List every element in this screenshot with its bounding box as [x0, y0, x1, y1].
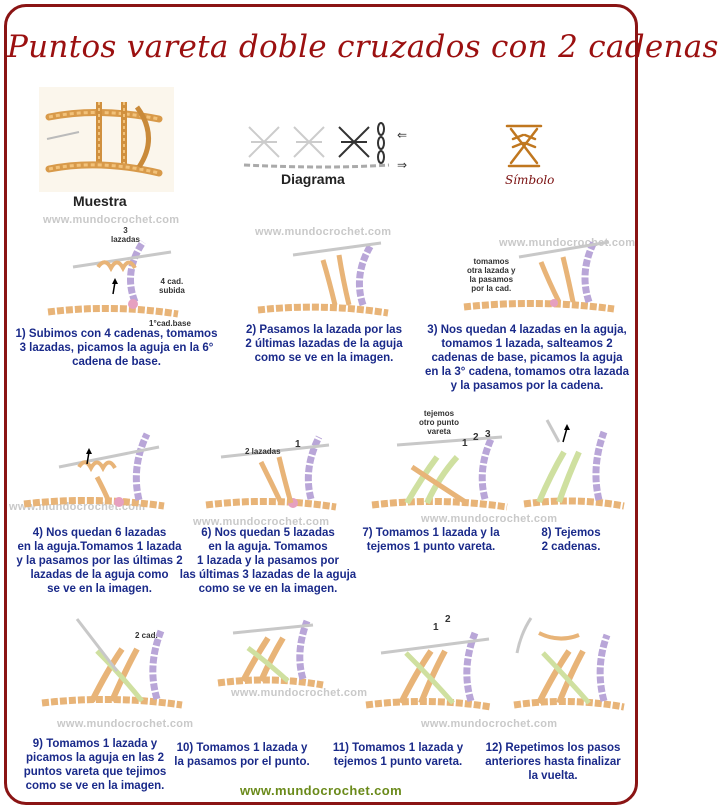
label-diagrama: Diagrama	[281, 171, 345, 187]
watermark: www.mundocrochet.com	[421, 513, 558, 525]
annotation-step-3: tomamos otra lazada y la pasamos por la …	[467, 257, 516, 293]
illustration-step-3	[463, 240, 615, 313]
watermark: www.mundocrochet.com	[499, 237, 636, 249]
step-1-caption: 1) Subimos con 4 cadenas, tomamos 3 laza…	[15, 328, 218, 368]
annotation-step-11-number-1: 1	[433, 622, 439, 633]
illustration-step-11	[365, 631, 492, 711]
step-8-caption: 8) Tejemos 2 cadenas.	[541, 527, 601, 553]
illustration-step-4	[23, 432, 165, 510]
illustration-step-12	[513, 617, 625, 711]
stitch-diagram: ⇐ ⇒	[243, 122, 407, 172]
stitch-symbol	[505, 124, 543, 168]
annotation-4-cad-subida: 4 cad. subida	[159, 277, 185, 295]
illustration-step-1	[47, 240, 179, 318]
step-12-caption: 12) Repetimos los pasos anteriores hasta…	[485, 742, 621, 782]
step-3-caption: 3) Nos quedan 4 lazadas en la aguja, tom…	[424, 324, 629, 392]
watermark: www.mundocrochet.com	[57, 718, 194, 730]
annotation-3-lazadas: 3 lazadas	[111, 226, 140, 244]
annotation-step-6-number: 1	[295, 439, 301, 450]
label-simbolo: Símbolo	[505, 173, 555, 187]
watermark: www.mundocrochet.com	[193, 516, 330, 528]
watermark: www.mundocrochet.com	[43, 214, 180, 226]
watermark: www.mundocrochet.com	[421, 718, 558, 730]
step-7-caption: 7) Tomamos 1 lazada y la tejemos 1 punto…	[362, 527, 500, 553]
illustration-step-2	[257, 241, 389, 317]
annotation-2-lazadas: 2 lazadas	[245, 447, 281, 456]
illustration-step-8	[523, 419, 625, 510]
illustration-step-6	[205, 435, 337, 511]
step-2-caption: 2) Pasamos la lazada por las 2 últimas l…	[245, 324, 403, 364]
annotation-2-cad: 2 cad.	[135, 631, 158, 640]
watermark: www.mundocrochet.com	[255, 226, 392, 238]
step-10-caption: 10) Tomamos 1 lazada y la pasamos por el…	[174, 742, 310, 768]
watermark: www.mundocrochet.com	[231, 687, 368, 699]
svg-text:⇒: ⇒	[397, 158, 407, 172]
sample-photo	[39, 87, 174, 192]
step-11-caption: 11) Tomamos 1 lazada y tejemos 1 punto v…	[332, 742, 464, 768]
illustration-step-10	[217, 619, 324, 689]
annotation-step-7: tejemos otro punto vareta	[419, 409, 459, 436]
annotation-step-7-number-3: 3	[485, 429, 491, 440]
svg-text:⇐: ⇐	[397, 128, 407, 142]
footer-url[interactable]: www.mundocrochet.com	[239, 783, 403, 798]
page-frame: Puntos vareta doble cruzados con 2 caden…	[4, 4, 719, 805]
step-4-caption: 4) Nos quedan 6 lazadas en la aguja.Toma…	[16, 527, 183, 595]
illustration-step-7	[371, 435, 508, 511]
annotation-step-11-number-2: 2	[445, 614, 451, 625]
step-6-caption: 6) Nos quedan 5 lazadas en la aguja. Tom…	[179, 527, 357, 595]
illustration-step-9	[41, 618, 183, 709]
annotation-step-7-number-2: 2	[473, 432, 479, 443]
annotation-1-cad-base: 1°cad.base	[149, 319, 191, 328]
annotation-step-7-number-1: 1	[462, 438, 468, 449]
page-title: Puntos vareta doble cruzados con 2 caden…	[7, 29, 719, 65]
label-muestra: Muestra	[73, 193, 127, 209]
step-9-caption: 9) Tomamos 1 lazada y picamos la aguja e…	[23, 738, 167, 792]
